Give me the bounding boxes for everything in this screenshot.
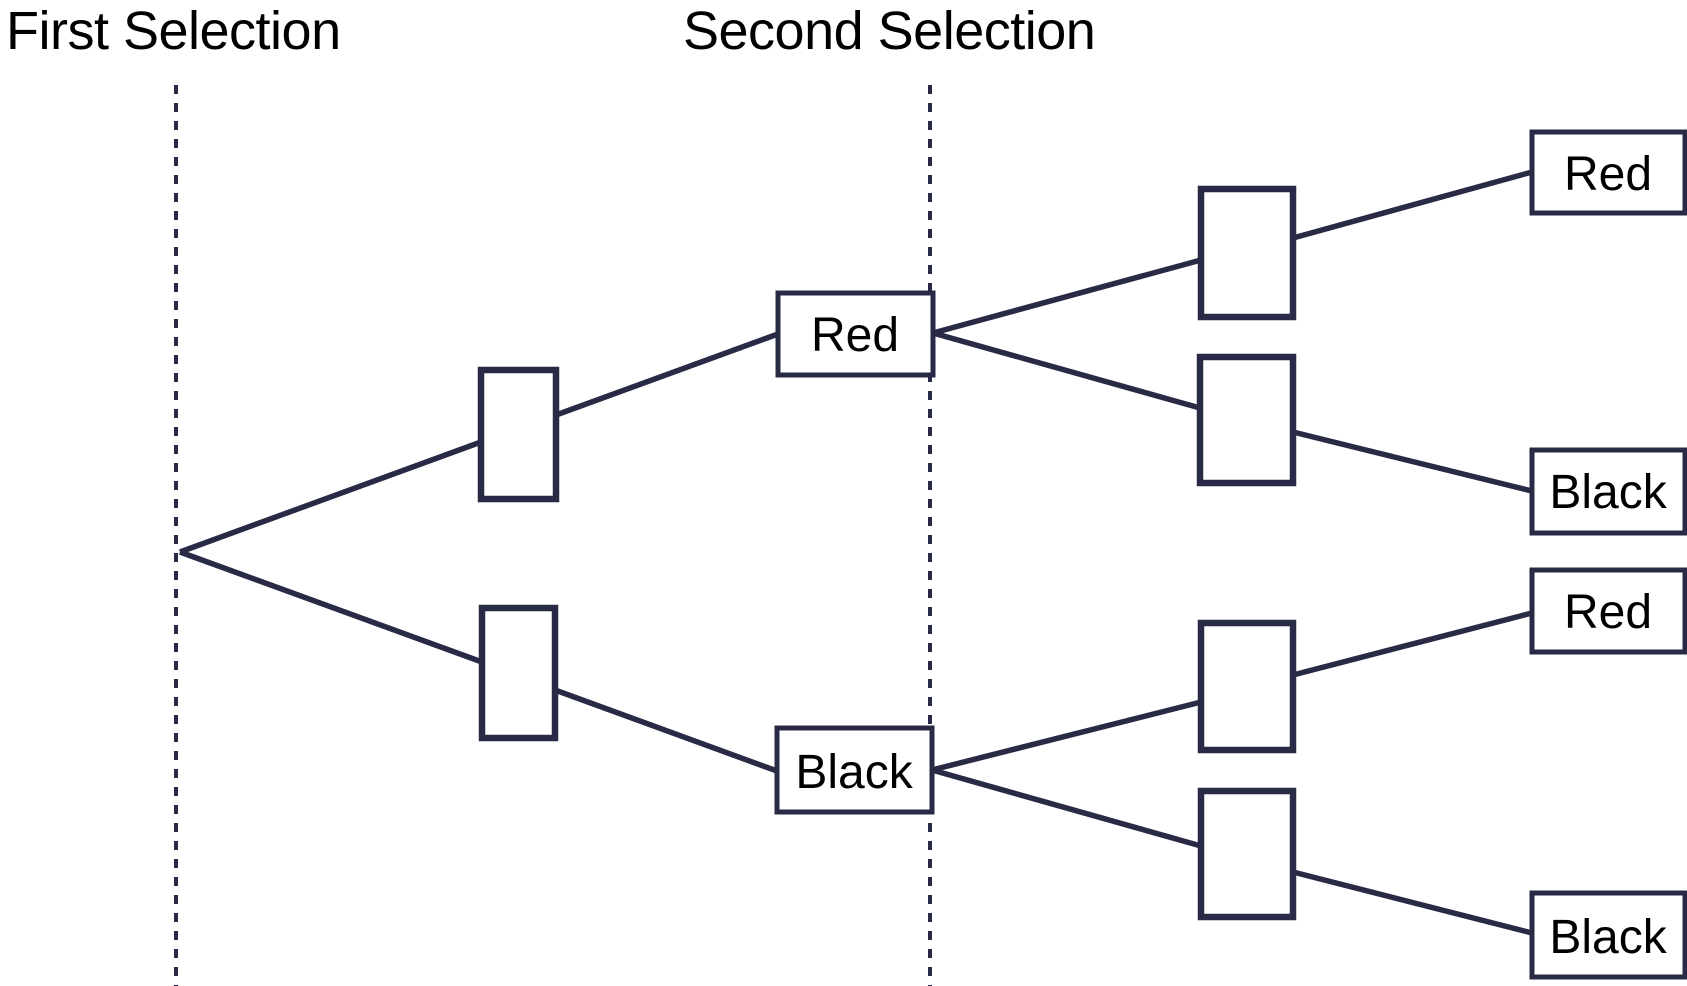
branch-black-red-prob-box-to-red-outcome [1292,610,1533,678]
branch-black-node-to-black-black-prob-box [931,767,1202,849]
probability-box-red-then-red[interactable] [1197,185,1297,321]
probability-box-black-then-black[interactable] [1197,787,1297,921]
red-node: Red [775,290,936,378]
outcome-red-after-black-box [1529,567,1687,655]
outcome-red-after-black-label: Red [1564,586,1652,639]
outcome-black-after-red-box [1529,447,1687,536]
outcome-black-after-black-box [1529,890,1687,980]
outcome-black-after-red-label: Black [1549,466,1667,519]
branch-root-to-black-prob-box [179,549,483,665]
outcome-black-after-black: Black [1529,890,1687,980]
probability-box-first-black[interactable] [478,604,559,742]
branch-black-black-prob-box-to-black-outcome [1292,869,1533,936]
outcome-black-after-red: Black [1529,447,1687,536]
branch-red-red-prob-box-to-red-outcome [1292,169,1533,241]
branch-red-node-to-red-black-prob-box [932,330,1201,411]
outcome-red-after-red-label: Red [1564,148,1652,201]
branch-black-prob-box-to-black-node [554,687,778,774]
outcome-red-after-black: Red [1529,567,1687,655]
outcome-black-after-black-label: Black [1549,911,1667,964]
second-selection-title: Second Selection [683,1,1095,61]
black-node: Black [774,725,935,815]
branch-root-to-red-prob-box [179,439,482,555]
branch-red-black-prob-box-to-black-outcome [1292,429,1533,494]
probability-box-red-then-black[interactable] [1196,353,1297,487]
outcome-red-after-red: Red [1529,129,1687,216]
branch-lines [179,169,1533,936]
branch-black-node-to-black-red-prob-box [931,699,1202,773]
branch-red-prob-box-to-red-node [555,331,779,418]
branch-red-node-to-red-red-prob-box [932,257,1202,336]
black-node-label: Black [795,746,913,799]
outcome-red-after-red-box [1529,129,1687,216]
red-node-box [775,290,936,378]
probability-box-black-then-red[interactable] [1197,619,1297,754]
red-node-label: Red [811,309,899,362]
black-node-box [774,725,935,815]
probability-box-first-red[interactable] [477,366,560,503]
first-selection-title: First Selection [6,1,341,61]
